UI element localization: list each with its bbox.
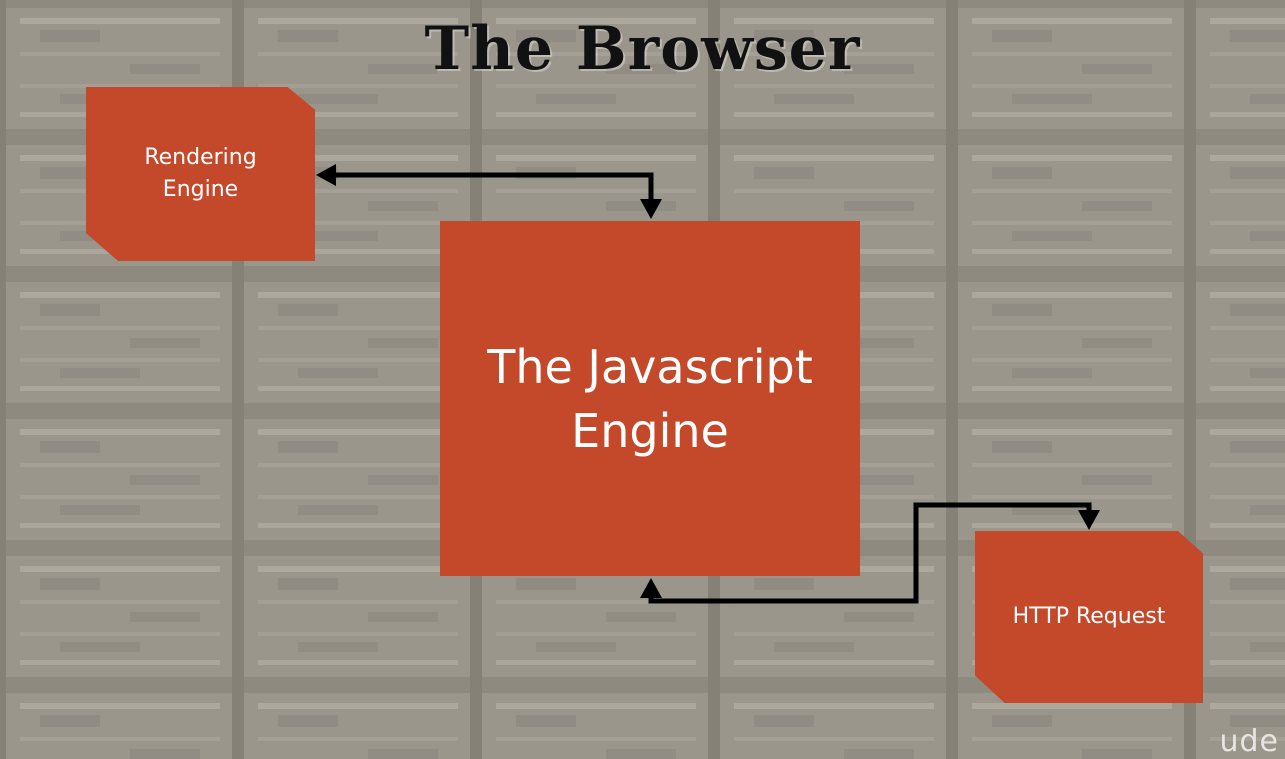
- rendering-engine-label-line2: Engine: [162, 177, 239, 202]
- javascript-engine-node: The Javascript Engine: [440, 221, 860, 576]
- javascript-engine-label-line1: The Javascript: [487, 339, 813, 394]
- watermark-logo: ude: [1219, 724, 1279, 759]
- slide-title: The Browser: [424, 14, 861, 84]
- rendering-engine-node: Rendering Engine: [86, 87, 315, 261]
- javascript-engine-label-line2: Engine: [571, 403, 729, 458]
- rendering-engine-label-line1: Rendering: [144, 145, 257, 170]
- http-request-node: HTTP Request: [975, 531, 1203, 703]
- http-request-label: HTTP Request: [1012, 604, 1166, 629]
